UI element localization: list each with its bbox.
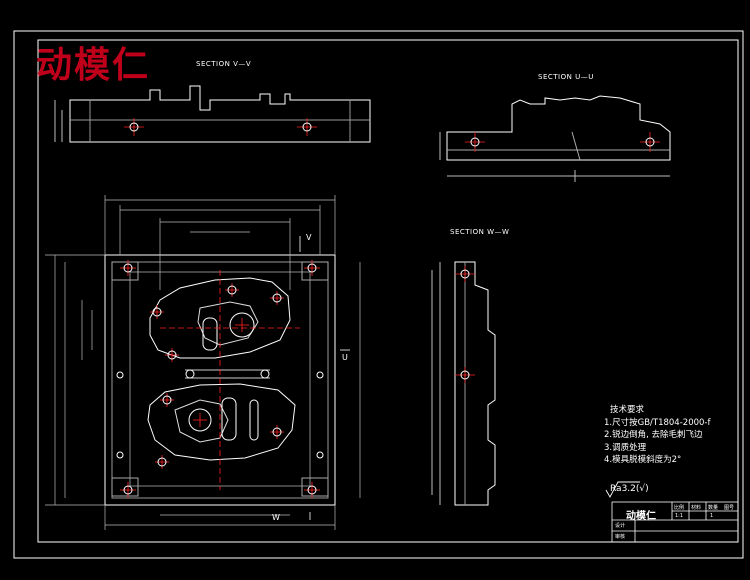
plan-view [104, 254, 336, 506]
drawing-title-red: 动模仁 [36, 44, 151, 86]
section-u-view [439, 95, 671, 182]
section-u-label: SECTION U—U [538, 73, 594, 81]
section-w-label: SECTION W—W [450, 228, 510, 236]
tb-row-review: 审核 [615, 534, 626, 540]
section-u-centerlines [465, 132, 660, 152]
section-w-view [431, 261, 496, 506]
frame-border [37, 39, 739, 543]
cut-label-u: U [342, 353, 348, 362]
hole-mark [470, 137, 480, 147]
section-cut-marks [299, 236, 350, 520]
technical-notes: 技术要求 1.尺寸按GB/T1804-2000-f 2.锐边倒角, 去除毛刺飞边… [604, 404, 710, 467]
note-item: 1.尺寸按GB/T1804-2000-f [604, 417, 711, 428]
tb-header-scale: 比例 [674, 505, 685, 511]
note-item: 4.模具脱模斜度为2° [604, 455, 682, 465]
plan-dimensions [45, 195, 361, 530]
plan-hole-circles [116, 263, 324, 495]
title-block [611, 501, 739, 543]
hole-mark [460, 370, 470, 380]
plan-centerlines [120, 260, 320, 498]
note-item: 3.调质处理 [604, 442, 647, 453]
section-v-label: SECTION V—V [196, 60, 252, 68]
surface-roughness: Ra3.2(√) [610, 484, 649, 494]
tb-header-qty: 数量 [708, 505, 719, 511]
note-item: 2.锐边倒角, 去除毛刺飞边 [604, 430, 703, 440]
section-v-view [54, 85, 371, 143]
hole-mark [129, 122, 139, 132]
tb-header-drawing-no: 图号 [724, 505, 735, 511]
section-w-centerlines [455, 266, 475, 383]
notes-heading: 技术要求 [610, 405, 645, 415]
roughness-symbol [605, 481, 640, 498]
tb-count-value: 1 [710, 513, 714, 519]
cut-label-v: V [306, 233, 312, 242]
tb-header-material: 材料 [691, 505, 702, 511]
hole-mark [302, 122, 312, 132]
tb-scale-value: 1:1 [675, 513, 684, 519]
hole-mark [645, 137, 655, 147]
sheet-border [13, 30, 744, 559]
title-block-name: 动模仁 [626, 511, 656, 522]
hole-mark [460, 269, 470, 279]
cut-label-w: W [272, 513, 280, 522]
section-v-centerlines [124, 118, 317, 136]
tb-row-design: 设计 [615, 523, 626, 529]
